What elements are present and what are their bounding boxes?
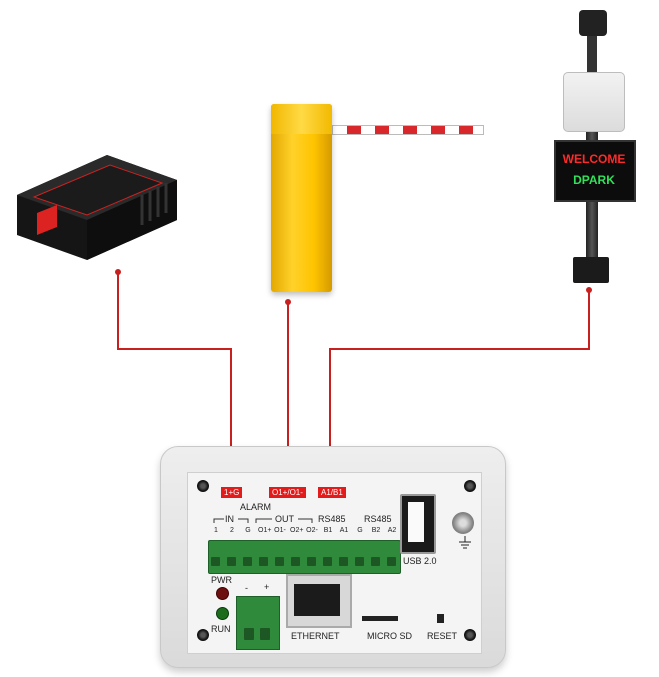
barrier-gate [271,104,332,292]
label-ethernet: ETHERNET [291,631,340,641]
terminal-slot[interactable] [243,557,252,566]
screw-bottom-right [464,629,476,641]
label-rs485-2: RS485 [364,514,392,524]
pin-label: O2+ [290,527,304,534]
power-slot-plus [260,628,270,640]
display-line-1: WELCOME [562,152,626,166]
barrier-cap [271,104,332,134]
terminal-slot[interactable] [291,557,300,566]
pole-base [573,257,609,283]
terminal-slot[interactable] [227,557,236,566]
ethernet-socket [294,584,340,616]
label-reset: RESET [427,631,458,641]
ground-icon [459,536,471,549]
terminal-slot[interactable] [387,557,396,566]
micro-sd-slot[interactable] [362,616,398,621]
usb-port-inner [408,502,424,542]
tag-out: O1+/O1- [269,487,306,498]
pin-label: A1 [339,527,349,534]
terminal-slot[interactable] [275,557,284,566]
pin-label: 1 [214,527,218,534]
label-out: OUT [275,514,294,524]
pin-label: O2- [306,527,318,534]
power-terminal[interactable] [236,596,280,650]
label-rs485-1: RS485 [318,514,346,524]
terminal-slot[interactable] [259,557,268,566]
terminal-slot[interactable] [355,557,364,566]
terminal-slot[interactable] [307,557,316,566]
power-slot-minus [244,628,254,640]
wire-pole [329,290,590,490]
reset-button[interactable] [437,614,444,623]
terminal-slot[interactable] [323,557,332,566]
camera-neck [587,36,597,74]
run-led [216,607,229,620]
label-micro-sd: MICRO SD [367,631,412,641]
wire-end-detector [115,269,121,275]
terminal-slot[interactable] [371,557,380,566]
terminal-slot[interactable] [339,557,348,566]
pin-label: G [245,527,251,534]
pin-label: G [357,527,363,534]
led-display [554,140,636,202]
screw-bottom-left [197,629,209,641]
pin-labels: 1 2 G O1+O1- O2+O2- B1 A1 G B2 A2 [208,527,400,537]
pin-label: B1 [323,527,333,534]
screw-top-left [197,480,209,492]
label-run: RUN [211,624,231,634]
wire-end-pole [586,287,592,293]
pwr-led [216,587,229,600]
terminal-block[interactable] [208,540,401,574]
ground-screw [452,512,474,534]
wire-detector [117,272,232,490]
pin-label: A2 [387,527,397,534]
loop-detector-device [17,155,177,260]
terminal-slot[interactable] [211,557,220,566]
display-line-2: DPARK [573,173,615,187]
barrier-arm [332,125,484,135]
label-alarm: ALARM [240,502,272,512]
label-minus: - [245,583,248,593]
label-in: IN [225,514,234,524]
label-usb: USB 2.0 [403,556,437,566]
tag-in: 1+G [221,487,243,498]
tag-rs485: A1/B1 [318,487,346,498]
bracket-lines [213,518,313,523]
label-pwr: PWR [211,575,232,585]
parking-pole-camera [579,10,607,36]
wire-end-barrier [285,299,291,305]
pin-label: O1+ [258,527,272,534]
pin-label: B2 [371,527,381,534]
screw-top-right [464,480,476,492]
pin-label: O1- [274,527,286,534]
card-reader [563,72,625,132]
label-plus: + [264,582,270,592]
pin-label: 2 [230,527,234,534]
